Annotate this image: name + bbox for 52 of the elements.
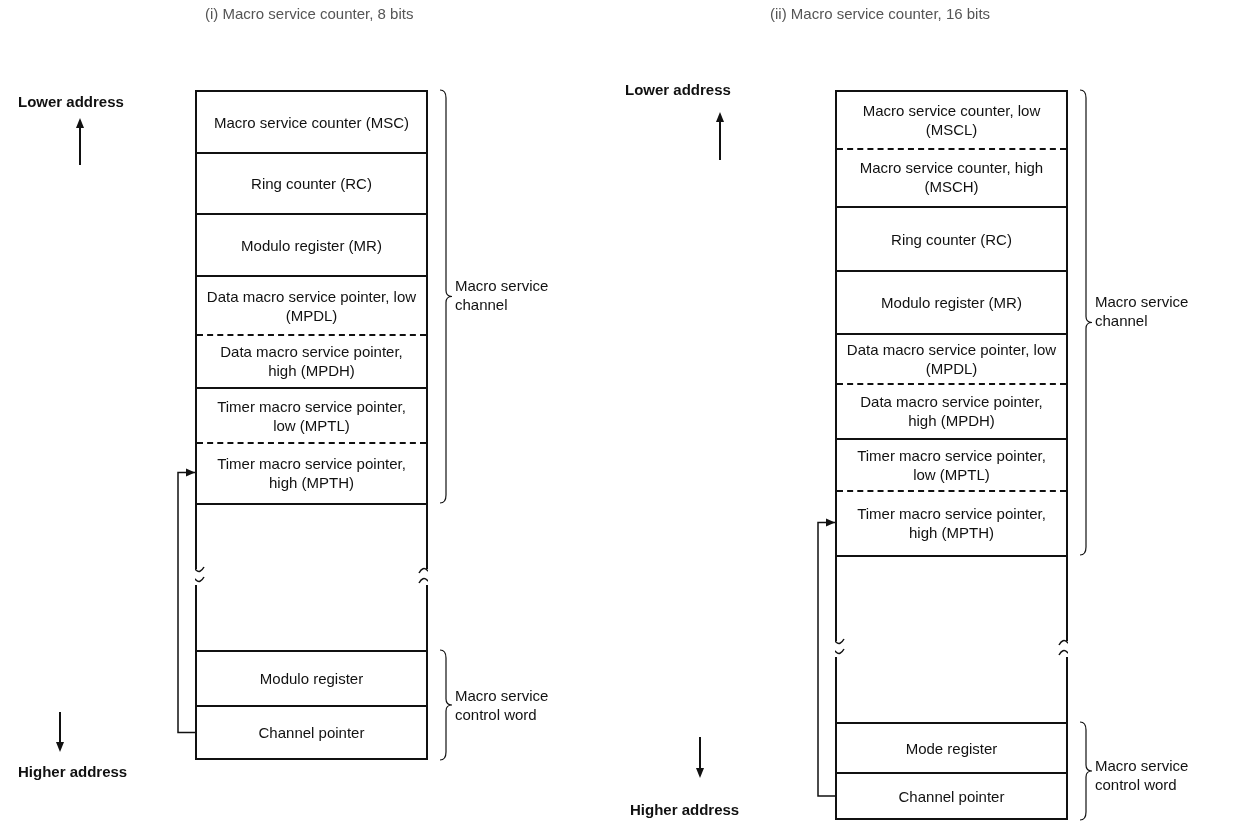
annotation-text: (i) Macro service counter, 8 bits: [205, 4, 415, 23]
register-label: Ring counter (RC): [251, 174, 372, 193]
register-box: [835, 383, 1068, 438]
register-box: [835, 722, 1068, 772]
memory-box: [835, 555, 1068, 722]
memory-box: [195, 503, 428, 650]
register-box: [835, 772, 1068, 820]
register-label: Data macro service pointer, high (MPDH): [219, 341, 404, 380]
register-label: Channel pointer: [898, 786, 1005, 806]
register-label: Modulo register: [259, 669, 364, 688]
arrow: [817, 518, 836, 797]
register-label: Timer macro service pointer, high (MPTH): [856, 503, 1047, 542]
register-label: Data macro service pointer, high (MPDH): [859, 391, 1044, 430]
register-label: Timer macro service pointer, low (MPTL): [216, 396, 407, 435]
register-label: Ring counter (RC): [891, 229, 1012, 249]
annotation-text: Macro service channel: [1095, 292, 1190, 330]
annotation-text: Macro service control word: [1095, 756, 1190, 794]
register-label: Data macro service pointer, low (MPDL): [845, 340, 1058, 378]
register-label: Timer macro service pointer, high (MPTH): [216, 453, 407, 492]
annotation-text: (ii) Macro service counter, 16 bits: [770, 4, 992, 23]
register-box: [195, 275, 428, 334]
register-label: Macro service counter (MSC): [213, 112, 409, 132]
annotation-text: Macro service channel: [455, 276, 550, 314]
register-box: [835, 90, 1068, 148]
arrow: [177, 468, 196, 734]
register-box: [195, 90, 428, 152]
register-box: [835, 206, 1068, 270]
annotation-text: Lower address: [18, 92, 125, 111]
annotation-text: Higher address: [630, 800, 741, 819]
register-box: [195, 442, 428, 503]
register-box: [835, 438, 1068, 490]
annotation-text: Macro service control word: [455, 686, 550, 724]
annotation-text: Higher address: [18, 762, 129, 781]
register-label: Modulo register (MR): [241, 235, 382, 255]
register-box: [835, 270, 1068, 333]
register-box: [195, 152, 428, 213]
register-label: Modulo register (MR): [881, 293, 1022, 312]
register-label: Data macro service pointer, low (MPDL): [205, 286, 418, 325]
register-label: Mode register: [905, 738, 998, 758]
register-box: [195, 213, 428, 275]
register-box: [195, 650, 428, 705]
register-label: Channel pointer: [258, 723, 365, 742]
register-label: Macro service counter, high (MSCH): [858, 158, 1045, 196]
register-label: Macro service counter, low (MSCL): [861, 101, 1042, 139]
register-box: [835, 148, 1068, 206]
register-box: [195, 334, 428, 387]
annotation-text: Lower address: [625, 80, 732, 99]
register-box: [835, 333, 1068, 383]
register-box: [835, 490, 1068, 555]
register-label: Timer macro service pointer, low (MPTL): [856, 446, 1047, 484]
register-box: [195, 387, 428, 442]
register-box: [195, 705, 428, 760]
